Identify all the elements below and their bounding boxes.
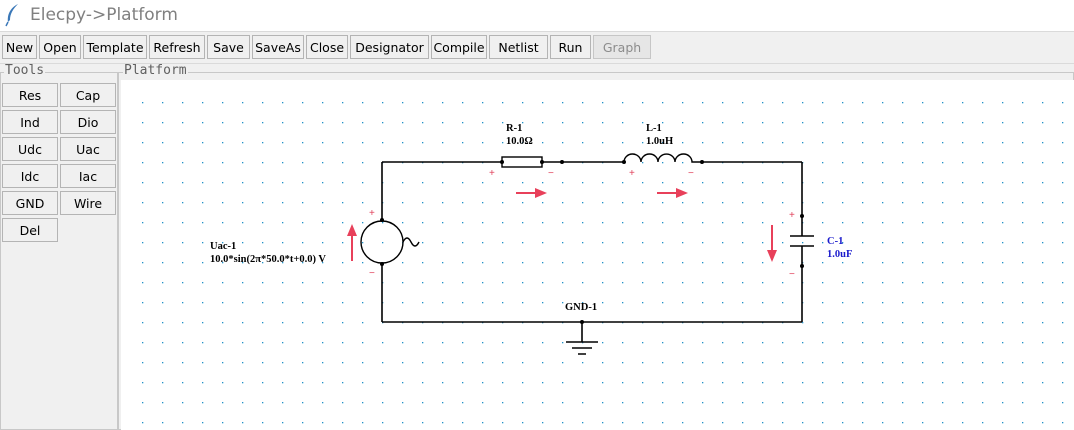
gnd-tool-button[interactable]: GND <box>2 191 58 215</box>
svg-text:−: − <box>548 168 554 179</box>
graph-button: Graph <box>593 35 651 59</box>
new-button[interactable]: New <box>2 35 37 59</box>
inductor-value: 1.0uH <box>646 136 673 147</box>
res-tool-button[interactable]: Res <box>2 83 58 107</box>
title-bar: Elecpy->Platform <box>0 0 1074 31</box>
cap-tool-button[interactable]: Cap <box>60 83 116 107</box>
source-value: 10.0*sin(2π*50.0*t+0.0) V <box>210 254 326 265</box>
schematic-svg[interactable]: + − + − + − + − R-1 10.0Ω L-1 1.0uH C-1 … <box>121 80 1074 430</box>
run-button[interactable]: Run <box>550 35 591 59</box>
ac-source-symbol[interactable] <box>360 220 420 264</box>
dio-tool-button[interactable]: Dio <box>60 110 116 134</box>
feather-icon <box>5 4 18 27</box>
window-title: Elecpy->Platform <box>30 5 178 25</box>
toolbar: New Open Template Refresh Save SaveAs Cl… <box>0 31 1074 64</box>
tools-panel: Tools Res Cap Ind Dio Udc Uac Idc Iac GN… <box>0 64 118 430</box>
save-button[interactable]: Save <box>207 35 250 59</box>
inductor-name: L-1 <box>646 123 662 134</box>
svg-text:+: + <box>489 168 495 179</box>
template-button[interactable]: Template <box>83 35 147 59</box>
platform-title: Platform <box>123 63 188 78</box>
direction-arrows <box>347 188 777 262</box>
ground-name: GND-1 <box>565 302 597 313</box>
del-tool-button[interactable]: Del <box>2 218 58 242</box>
iac-tool-button[interactable]: Iac <box>60 164 116 188</box>
netlist-button[interactable]: Netlist <box>489 35 548 59</box>
close-button[interactable]: Close <box>306 35 348 59</box>
circuit-wires <box>381 161 803 342</box>
svg-text:−: − <box>688 168 694 179</box>
save-as-button[interactable]: SaveAs <box>252 35 304 59</box>
inductor-symbol[interactable] <box>623 153 697 163</box>
svg-text:−: − <box>789 269 795 280</box>
capacitor-value: 1.0uF <box>827 249 852 260</box>
resistor-name: R-1 <box>506 123 522 134</box>
capacitor-name: C-1 <box>827 236 843 247</box>
idc-tool-button[interactable]: Idc <box>2 164 58 188</box>
ground-symbol[interactable] <box>566 341 598 355</box>
resistor-value: 10.0Ω <box>506 136 533 147</box>
resistor-symbol[interactable] <box>501 156 543 168</box>
open-button[interactable]: Open <box>39 35 81 59</box>
capacitor-symbol[interactable] <box>790 235 814 247</box>
source-name: Uac-1 <box>210 241 236 252</box>
ind-tool-button[interactable]: Ind <box>2 110 58 134</box>
uac-tool-button[interactable]: Uac <box>60 137 116 161</box>
polarity-signs: + − + − + − + − <box>369 168 795 280</box>
udc-tool-button[interactable]: Udc <box>2 137 58 161</box>
tools-title: Tools <box>4 63 46 78</box>
svg-text:+: + <box>369 208 375 219</box>
compile-button[interactable]: Compile <box>431 35 487 59</box>
wire-tool-button[interactable]: Wire <box>60 191 116 215</box>
designator-button[interactable]: Designator <box>350 35 429 59</box>
schematic-canvas[interactable]: + − + − + − + − R-1 10.0Ω L-1 1.0uH C-1 … <box>121 80 1074 430</box>
svg-text:+: + <box>629 168 635 179</box>
connection-nodes <box>380 160 804 324</box>
svg-text:+: + <box>789 210 795 221</box>
refresh-button[interactable]: Refresh <box>149 35 205 59</box>
svg-text:−: − <box>369 268 375 279</box>
